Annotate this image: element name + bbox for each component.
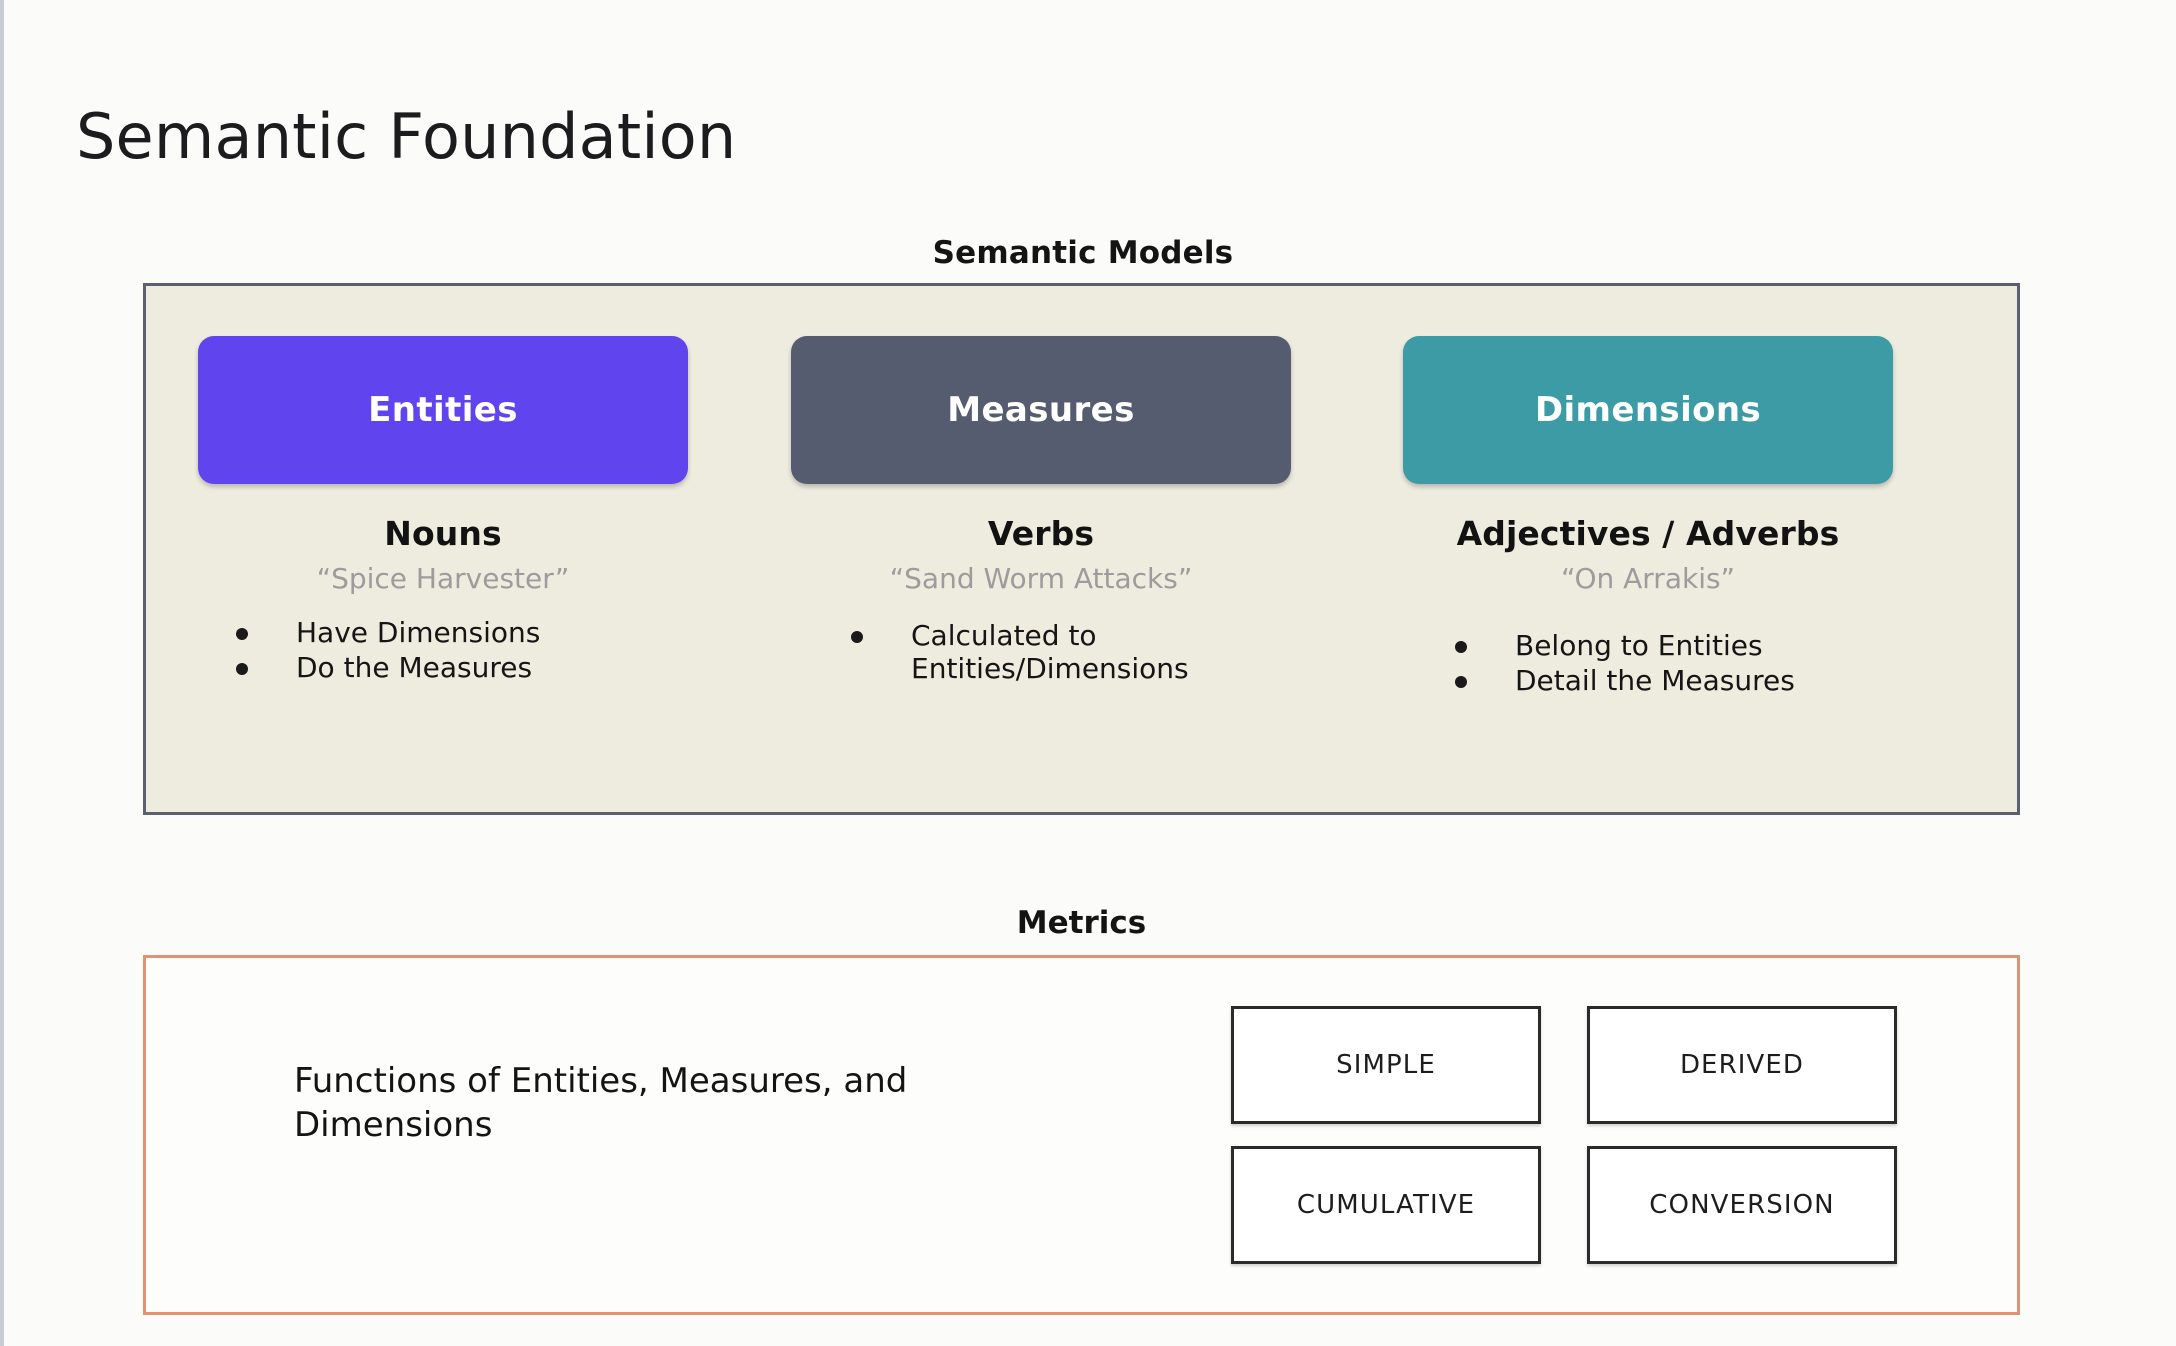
list-item: Detail the Measures (1455, 664, 1945, 697)
bullet-dot-icon (236, 663, 248, 676)
list-item-label: Detail the Measures (1515, 664, 1795, 698)
entities-part-of-speech: Nouns (384, 514, 502, 553)
list-item-label: Calculated to Entities/Dimensions (911, 619, 1189, 686)
metrics-panel: Functions of Entities, Measures, and Dim… (143, 955, 2020, 1315)
semantic-models-section-label: Semantic Models (932, 235, 1234, 271)
list-item: Do the Measures (236, 651, 726, 684)
measures-pill[interactable]: Measures (791, 336, 1291, 484)
entities-bullet-list: Have Dimensions Do the Measures (198, 616, 726, 686)
list-item: Belong to Entities (1455, 629, 1945, 662)
list-item-label: Have Dimensions (296, 616, 541, 649)
measures-pill-label: Measures (947, 390, 1135, 430)
list-item-label: Belong to Entities (1515, 629, 1763, 662)
measures-part-of-speech: Verbs (987, 514, 1095, 553)
entities-pill-label: Entities (368, 390, 518, 430)
dimensions-bullet-list: Belong to Entities Detail the Measures (1403, 629, 1945, 699)
bullet-dot-icon (1455, 676, 1467, 689)
entities-pill[interactable]: Entities (198, 336, 688, 484)
metrics-type-grid: SIMPLE DERIVED CUMULATIVE CONVERSION (1231, 1006, 1921, 1264)
list-item-label: Do the Measures (296, 651, 533, 685)
metric-type-cumulative[interactable]: CUMULATIVE (1231, 1146, 1541, 1264)
metric-type-conversion[interactable]: CONVERSION (1587, 1146, 1897, 1264)
metric-type-label: DERIVED (1679, 1050, 1805, 1080)
bullet-dot-icon (236, 628, 248, 640)
entities-example: “Spice Harvester” (316, 562, 570, 595)
bullet-dot-icon (1455, 641, 1467, 653)
list-item: Have Dimensions (236, 616, 726, 649)
semantic-column-dimensions: Dimensions Adjectives / Adverbs “On Arra… (1403, 286, 1893, 812)
metric-type-label: CUMULATIVE (1296, 1190, 1476, 1220)
list-item: Calculated to Entities/Dimensions (851, 619, 1351, 685)
semantic-column-entities: Entities Nouns “Spice Harvester” Have Di… (198, 286, 688, 812)
dimensions-example: “On Arrakis” (1560, 562, 1736, 595)
bullet-dot-icon (851, 631, 863, 643)
left-edge-strip (0, 0, 4, 1346)
metric-type-simple[interactable]: SIMPLE (1231, 1006, 1541, 1124)
dimensions-part-of-speech: Adjectives / Adverbs (1456, 514, 1840, 553)
semantic-column-measures: Measures Verbs “Sand Worm Attacks” Calcu… (791, 286, 1291, 812)
page-title: Semantic Foundation (76, 99, 737, 173)
measures-bullet-list: Calculated to Entities/Dimensions (791, 619, 1351, 687)
metrics-description: Functions of Entities, Measures, and Dim… (294, 1061, 908, 1145)
dimensions-pill-label: Dimensions (1534, 390, 1762, 430)
semantic-models-panel: Entities Nouns “Spice Harvester” Have Di… (143, 283, 2020, 815)
measures-example: “Sand Worm Attacks” (889, 562, 1193, 595)
metric-type-label: CONVERSION (1649, 1190, 1835, 1220)
dimensions-pill[interactable]: Dimensions (1403, 336, 1893, 484)
metric-type-derived[interactable]: DERIVED (1587, 1006, 1897, 1124)
metric-type-label: SIMPLE (1336, 1050, 1436, 1080)
metrics-section-label: Metrics (1016, 905, 1147, 941)
